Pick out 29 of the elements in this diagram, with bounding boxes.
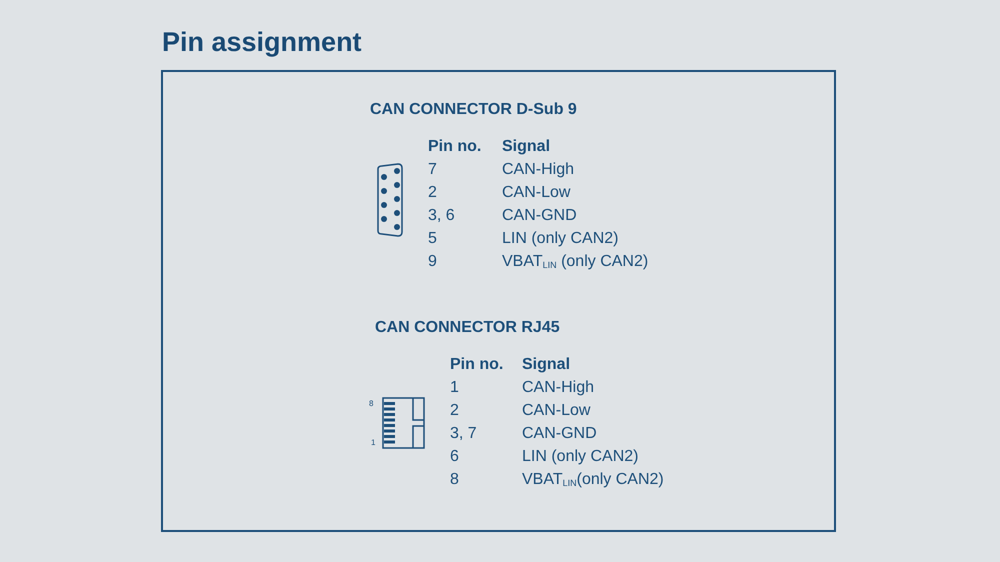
pin-number: 3, 6 xyxy=(428,206,456,226)
pin-number: 7 xyxy=(428,160,438,180)
title: Pin assignment xyxy=(162,26,362,59)
pin-number: 3, 7 xyxy=(450,424,478,444)
signal-name: CAN-GND xyxy=(522,424,597,444)
pin-number: 9 xyxy=(428,252,438,272)
pin-number: 2 xyxy=(428,182,438,202)
pin-number: 8 xyxy=(450,470,460,490)
signal-name: CAN-High xyxy=(522,378,594,398)
pin-number: 6 xyxy=(450,446,460,466)
section-heading: CAN CONNECTOR D-Sub 9 xyxy=(370,100,577,120)
pin-number: 1 xyxy=(450,378,460,398)
signal-name: CAN-Low xyxy=(502,182,570,202)
pin-label: 1 xyxy=(371,437,376,449)
pin-number: 5 xyxy=(428,228,438,248)
section-heading: CAN CONNECTOR RJ45 xyxy=(375,318,560,338)
signal-name: CAN-High xyxy=(502,160,574,180)
pin-label: 8 xyxy=(369,398,374,410)
column-header: Pin no. xyxy=(450,354,504,374)
column-header: Signal xyxy=(502,136,550,156)
column-header: Pin no. xyxy=(428,136,482,156)
column-header: Signal xyxy=(522,354,570,374)
signal-name: VBAT$_{LIN}$ (only CAN2) xyxy=(502,252,648,272)
signal-name: LIN (only CAN2) xyxy=(522,446,638,466)
signal-name: CAN-Low xyxy=(522,400,590,420)
signal-name: CAN-GND xyxy=(502,206,577,226)
signal-name: VBAT$_{LIN}$(only CAN2) xyxy=(522,470,664,490)
signal-name: LIN (only CAN2) xyxy=(502,228,618,248)
pin-number: 2 xyxy=(450,400,460,420)
